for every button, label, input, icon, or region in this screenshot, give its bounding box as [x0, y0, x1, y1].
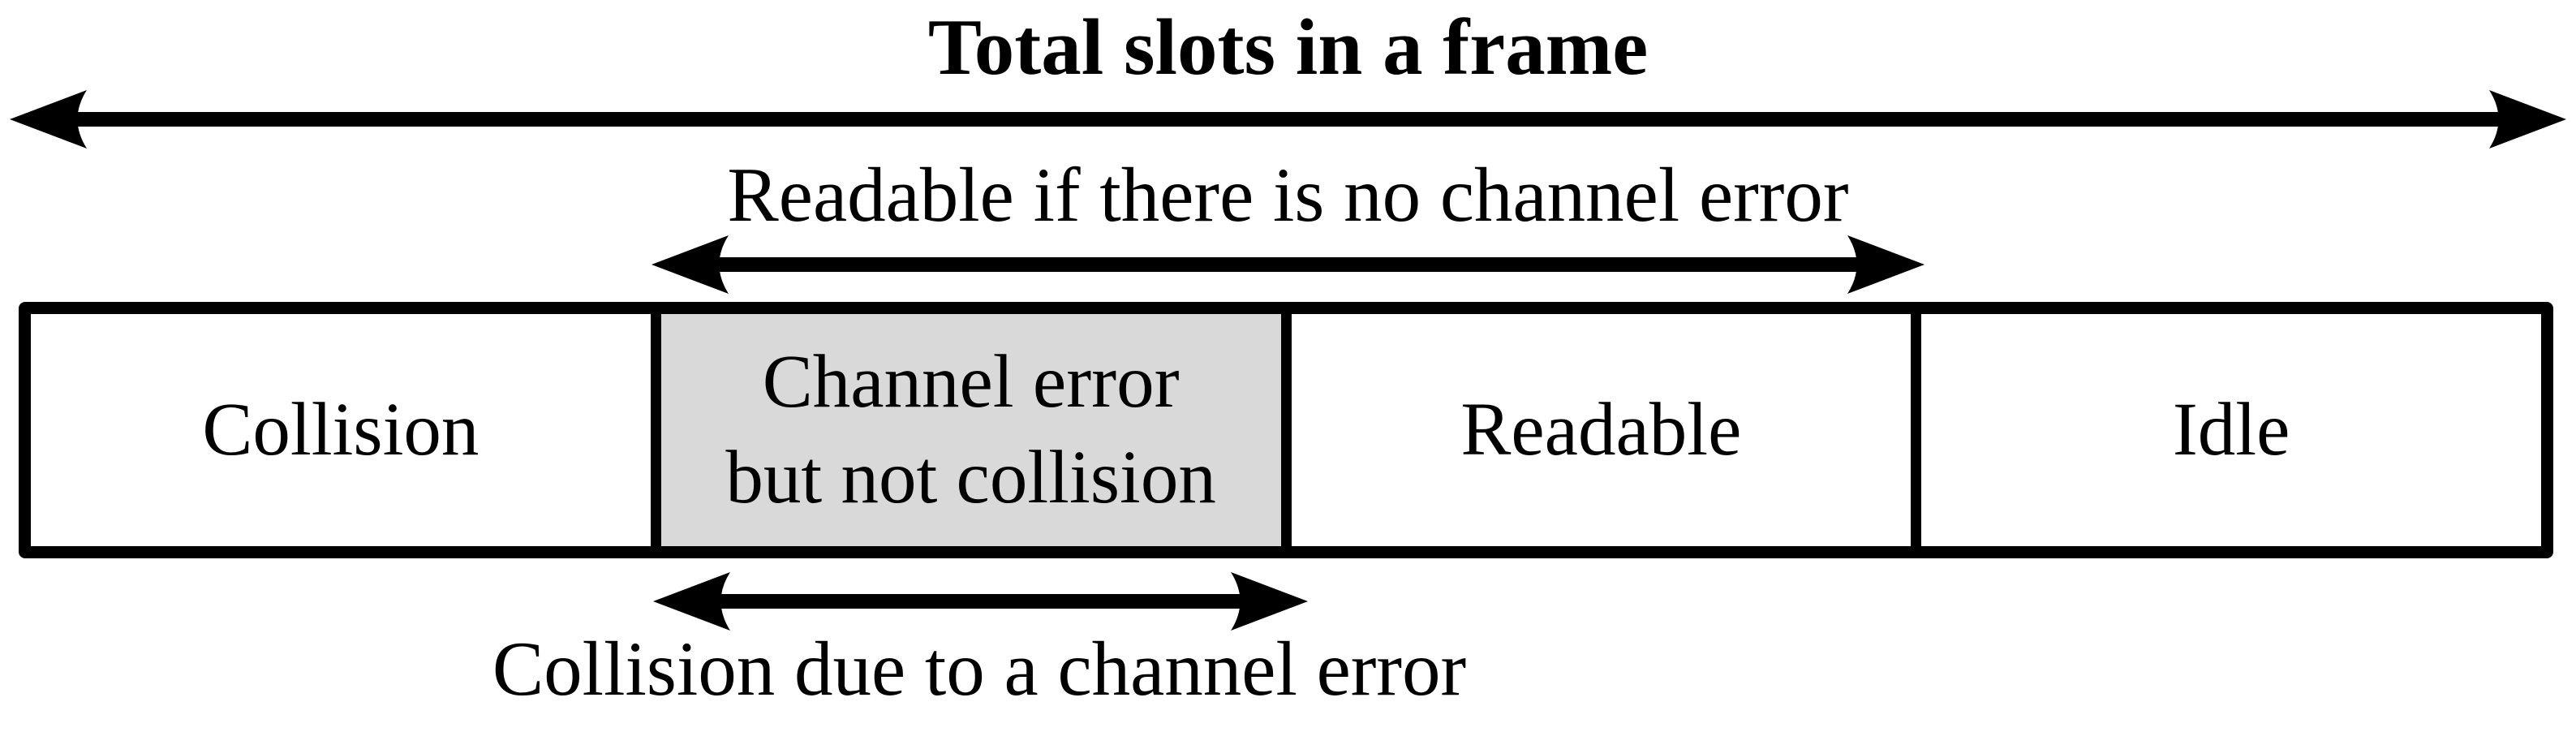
- cell-label-line2: but not collision: [725, 436, 1216, 519]
- cell-label: Idle: [2172, 387, 2290, 471]
- diagram-title: Total slots in a frame: [927, 3, 1649, 92]
- collision-span-label: Collision due to a channel error: [492, 626, 1467, 712]
- readable-span-label: Readable if there is no channel error: [727, 152, 1849, 238]
- cell-label: Readable: [1460, 387, 1742, 471]
- slot-cell-idle: Idle: [1911, 314, 2541, 546]
- frame-bar: Collision Channel error but not collisio…: [19, 302, 2553, 558]
- slot-cell-collision: Collision: [31, 314, 651, 546]
- cell-label: Channel error: [762, 339, 1180, 424]
- readable-span-double-arrow-icon: [652, 235, 1924, 294]
- slot-cell-channel-error: Channel error but not collision: [650, 314, 1281, 546]
- collision-span-double-arrow-icon: [653, 572, 1308, 631]
- slot-cell-readable: Readable: [1280, 314, 1912, 546]
- cell-label: Collision: [202, 387, 480, 471]
- total-span-double-arrow-icon: [10, 90, 2566, 149]
